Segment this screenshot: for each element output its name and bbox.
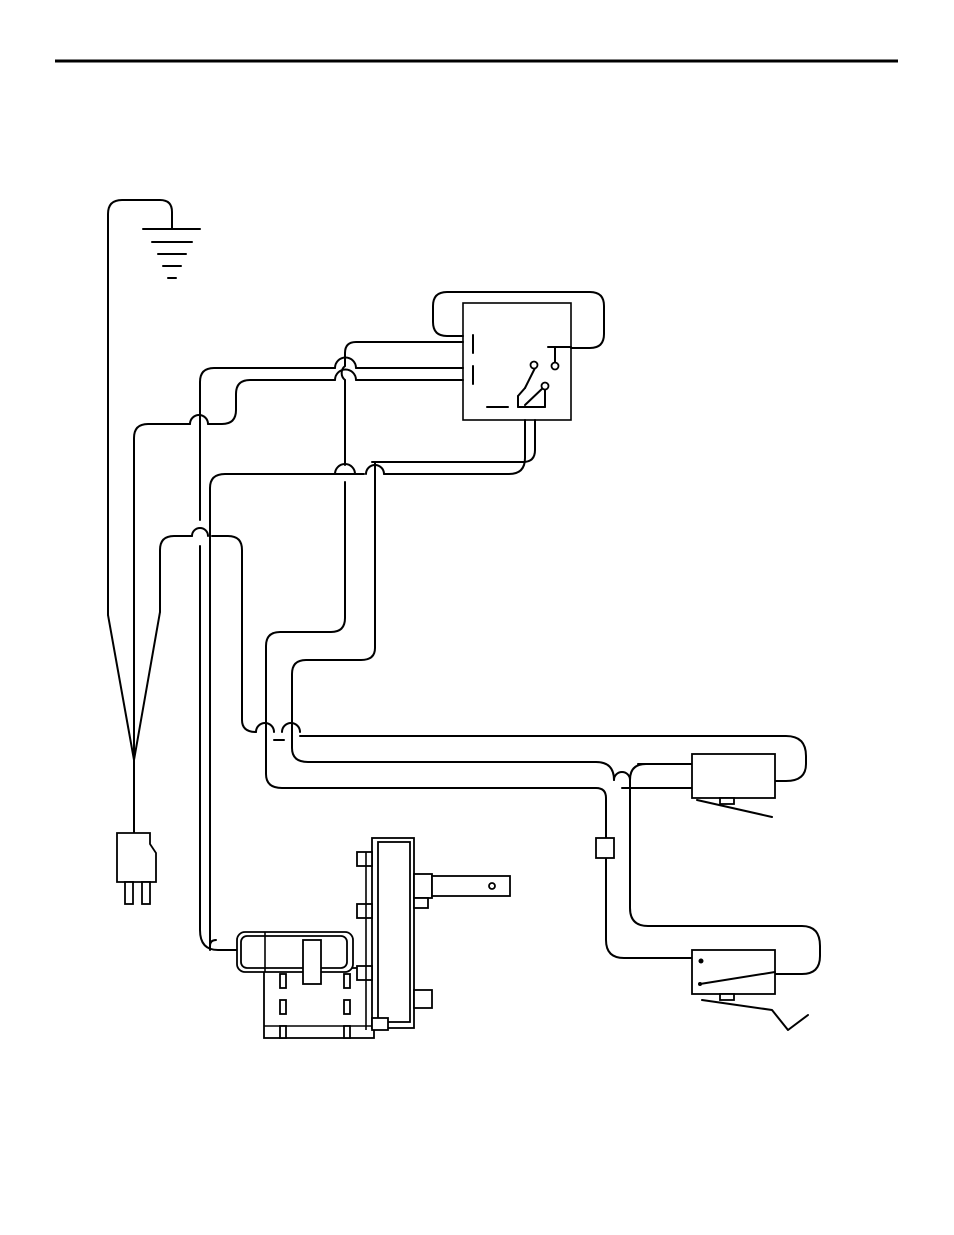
lever-switch-icon: [692, 950, 808, 1030]
timer-motor-icon: [237, 838, 510, 1038]
ground-symbol-icon: [108, 200, 200, 615]
three-prong-plug-icon: [117, 833, 156, 904]
relay-switch-icon: [463, 303, 571, 420]
lever-switch-icon: [692, 754, 775, 817]
connector-icon: [596, 838, 614, 858]
wire-relay-loop: [433, 292, 604, 348]
